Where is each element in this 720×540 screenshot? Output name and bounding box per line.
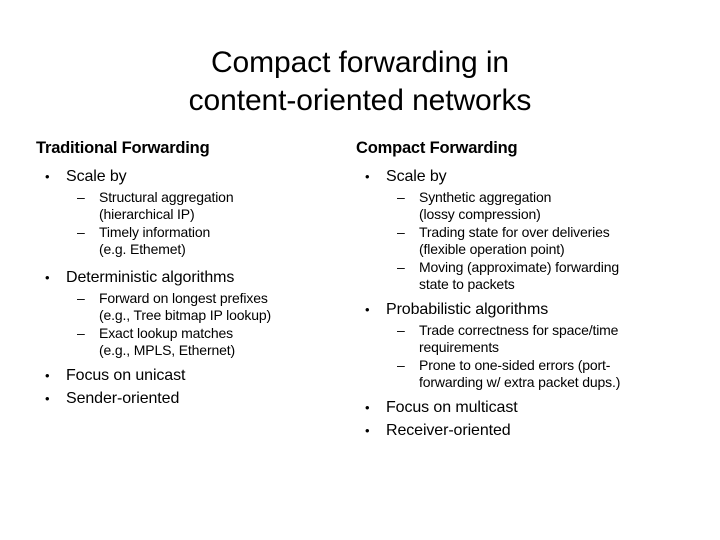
sub-bullet-list: – Structural aggregation (hierarchical I…: [66, 189, 346, 258]
list-item: • Deterministic algorithms – Forward on …: [36, 267, 346, 359]
list-item-label: Probabilistic algorithms: [386, 301, 549, 318]
column-compact-forwarding: Compact Forwarding • Scale by – Syntheti…: [356, 138, 701, 443]
list-item-label: Scale by: [386, 168, 447, 185]
sub-bullet-list: – Forward on longest prefixes (e.g., Tre…: [66, 290, 346, 359]
sub-bullet-list: – Trade correctness for space/time requi…: [386, 322, 701, 391]
list-item: • Probabilistic algorithms – Trade corre…: [356, 299, 701, 391]
bullet-dot-icon: •: [365, 169, 370, 184]
bullet-dot-icon: •: [365, 302, 370, 317]
sub-list-item: – Forward on longest prefixes (e.g., Tre…: [66, 290, 346, 324]
sub-list-item-label-cont: forwarding w/ extra packet dups.): [419, 374, 621, 390]
list-item: • Focus on multicast: [356, 397, 701, 419]
bullet-dot-icon: •: [45, 368, 50, 383]
bullet-dot-icon: •: [365, 423, 370, 438]
sub-list-item-label: Prone to one-sided errors (port-: [419, 357, 611, 373]
slide-title-line-2: content-oriented networks: [188, 84, 532, 118]
sub-list-item-label-cont: requirements: [419, 339, 499, 355]
bullet-dash-icon: –: [77, 189, 85, 205]
sub-list-item-label-cont: (lossy compression): [419, 206, 541, 222]
sub-list-item-label: Trading state for over deliveries: [419, 224, 610, 240]
bullet-list-left: • Scale by – Structural aggregation (hie…: [36, 166, 346, 410]
sub-list-item: – Exact lookup matches (e.g., MPLS, Ethe…: [66, 325, 346, 359]
sub-list-item: – Timely information (e.g. Ethemet): [66, 224, 346, 258]
sub-list-item-label-cont: (e.g., Tree bitmap IP lookup): [99, 307, 272, 323]
sub-list-item-label-cont: (e.g., MPLS, Ethernet): [99, 342, 235, 358]
bullet-dash-icon: –: [397, 259, 405, 275]
sub-list-item: – Moving (approximate) forwarding state …: [386, 259, 701, 293]
list-item: • Sender-oriented: [36, 388, 346, 410]
bullet-dot-icon: •: [45, 391, 50, 406]
column-traditional-forwarding: Traditional Forwarding • Scale by – Stru…: [36, 138, 346, 411]
list-item: • Receiver-oriented: [356, 420, 701, 442]
bullet-dash-icon: –: [77, 224, 85, 240]
sub-list-item-label-cont: (e.g. Ethemet): [99, 241, 186, 257]
bullet-dot-icon: •: [45, 169, 50, 184]
sub-list-item-label: Structural aggregation: [99, 189, 234, 205]
bullet-list-right: • Scale by – Synthetic aggregation (loss…: [356, 166, 701, 442]
bullet-dot-icon: •: [365, 400, 370, 415]
sub-list-item-label: Synthetic aggregation: [419, 189, 552, 205]
column-heading-left: Traditional Forwarding: [36, 139, 210, 157]
slide-body-columns: Traditional Forwarding • Scale by – Stru…: [0, 138, 720, 528]
sub-list-item-label: Exact lookup matches: [99, 325, 233, 341]
list-item-label: Focus on multicast: [386, 399, 518, 416]
sub-list-item: – Synthetic aggregation (lossy compressi…: [386, 189, 701, 223]
slide-title-line-1: Compact forwarding in: [210, 46, 510, 80]
sub-list-item: – Trading state for over deliveries (fle…: [386, 224, 701, 258]
bullet-dash-icon: –: [397, 224, 405, 240]
sub-list-item: – Structural aggregation (hierarchical I…: [66, 189, 346, 223]
list-item-label: Focus on unicast: [66, 367, 186, 384]
bullet-dash-icon: –: [397, 189, 405, 205]
list-item: • Scale by – Synthetic aggregation (loss…: [356, 166, 701, 293]
sub-list-item-label-cont: (flexible operation point): [419, 241, 565, 257]
sub-list-item-label: Forward on longest prefixes: [99, 290, 268, 306]
sub-bullet-list: – Synthetic aggregation (lossy compressi…: [386, 189, 701, 293]
sub-list-item-label-cont: state to packets: [419, 276, 515, 292]
column-heading-right: Compact Forwarding: [356, 139, 518, 157]
bullet-dot-icon: •: [45, 270, 50, 285]
sub-list-item-label: Moving (approximate) forwarding: [419, 259, 619, 275]
sub-list-item-label: Trade correctness for space/time: [419, 322, 619, 338]
list-item-label: Receiver-oriented: [386, 422, 511, 439]
slide-title: Compact forwarding in content-oriented n…: [60, 44, 660, 120]
sub-list-item-label: Timely information: [99, 224, 211, 240]
sub-list-item: – Trade correctness for space/time requi…: [386, 322, 701, 356]
list-item-label: Deterministic algorithms: [66, 269, 235, 286]
bullet-dash-icon: –: [77, 325, 85, 341]
list-item-label: Scale by: [66, 168, 127, 185]
bullet-dash-icon: –: [397, 357, 405, 373]
list-item: • Focus on unicast: [36, 365, 346, 387]
list-item: • Scale by – Structural aggregation (hie…: [36, 166, 346, 258]
bullet-dash-icon: –: [397, 322, 405, 338]
sub-list-item: – Prone to one-sided errors (port- forwa…: [386, 357, 701, 391]
list-item-label: Sender-oriented: [66, 390, 180, 407]
sub-list-item-label-cont: (hierarchical IP): [99, 206, 195, 222]
bullet-dash-icon: –: [77, 290, 85, 306]
